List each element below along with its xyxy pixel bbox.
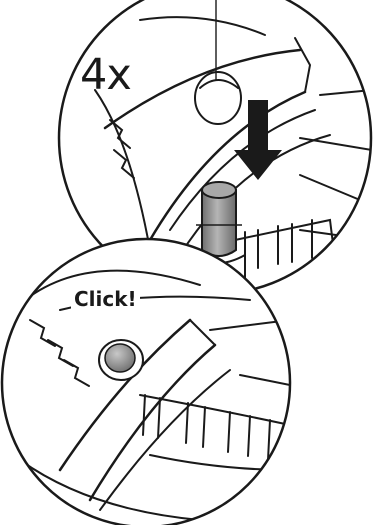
pin-icon [196,182,242,256]
round-button-icon [99,340,143,380]
click-label: Click! [71,288,140,310]
bottom-detail-border [2,239,290,525]
repeat-count-label: 4x [80,54,131,97]
bottom-detail-view [2,239,290,525]
